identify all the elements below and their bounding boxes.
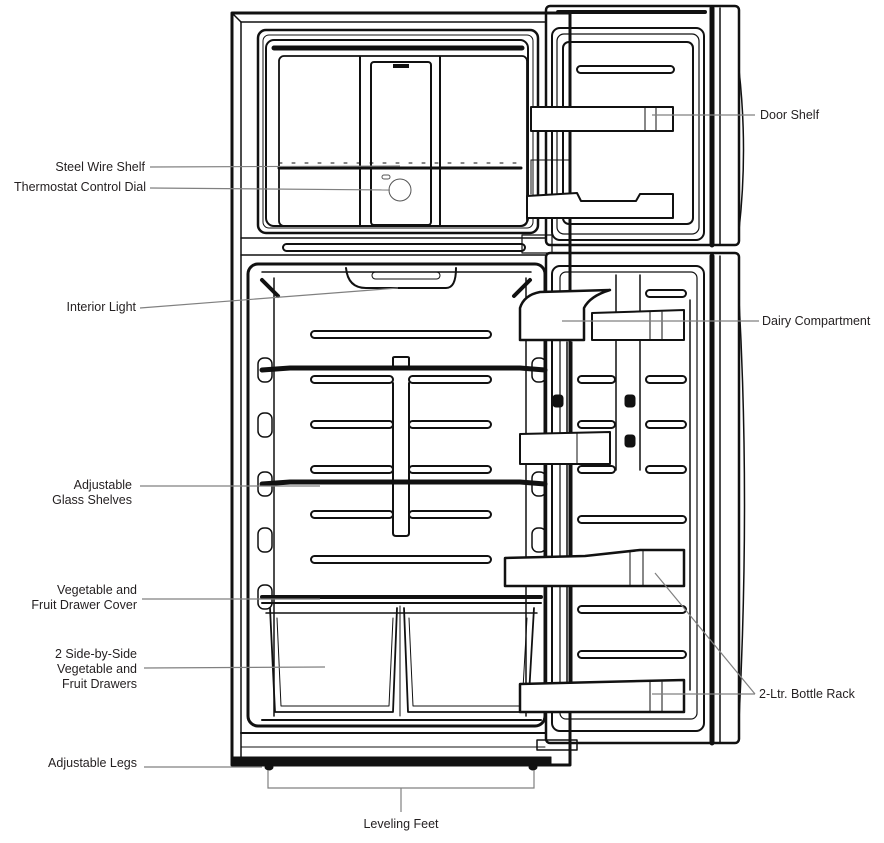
label-adjustable-legs: Adjustable Legs [48,756,137,770]
label-dairy-compartment: Dairy Compartment [762,314,871,328]
freezer-compartment [240,28,546,252]
label-line: Vegetable and [57,662,137,676]
label-drawers: 2 Side-by-Side Vegetable and Fruit Drawe… [55,647,137,692]
label-door-shelf: Door Shelf [760,108,820,122]
label-line: Fruit Drawer Cover [31,598,137,612]
label-adjustable-glass-shelves: Adjustable Glass Shelves [52,478,132,508]
label-line: 2 Side-by-Side [55,647,137,661]
label-line: Glass Shelves [52,493,132,507]
fresh-food-door [503,234,746,751]
leader-lines [139,114,759,812]
label-steel-wire-shelf: Steel Wire Shelf [55,160,145,174]
label-interior-light: Interior Light [66,300,136,314]
label-bottle-rack: 2-Ltr. Bottle Rack [759,687,855,701]
label-line: Adjustable [73,478,132,492]
label-thermostat-control-dial: Thermostat Control Dial [14,180,146,194]
cabinet [230,11,572,767]
label-line: Vegetable and [57,583,137,597]
label-leveling-feet: Leveling Feet [363,817,439,831]
freezer-door [526,4,745,248]
leveling-feet [264,763,538,771]
label-drawer-cover: Vegetable and Fruit Drawer Cover [31,583,137,613]
label-line: Fruit Drawers [61,677,137,691]
fresh-food-compartment [240,254,548,728]
